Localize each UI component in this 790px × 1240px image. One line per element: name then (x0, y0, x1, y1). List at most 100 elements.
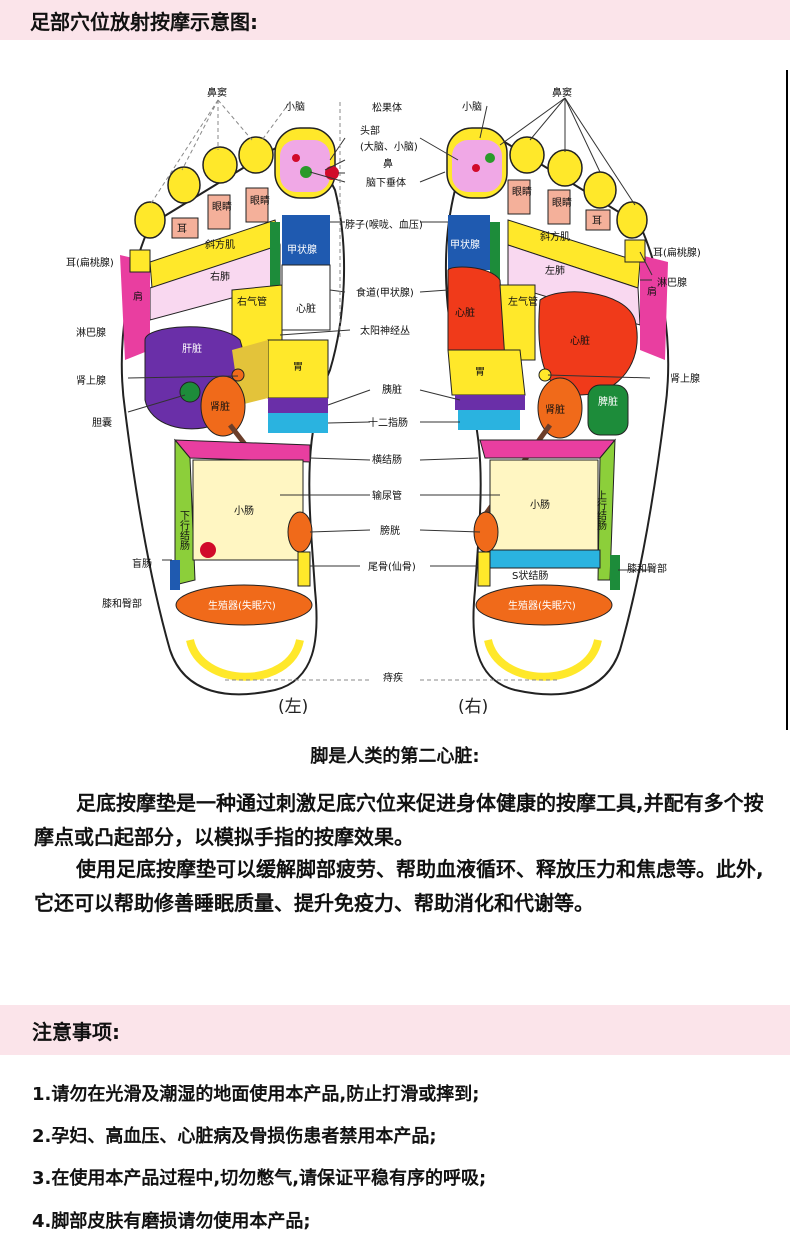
label-pineal: 松果体 (372, 101, 402, 114)
label-left-knee: 膝和臀部 (102, 597, 142, 610)
label-left-appendix: 盲肠 (132, 557, 152, 570)
right-ear-label: 耳 (592, 215, 602, 227)
left-thyroid (282, 215, 330, 265)
note-item-1: 1.请勿在光滑及潮湿的地面使用本产品,防止打滑或摔到; (32, 1080, 479, 1106)
intro-paragraph-1-text: 足底按摩垫是一种通过刺激足底穴位来促进身体健康的按摩工具,并配有多个按摩点或凸起… (34, 791, 764, 849)
left-heart-label: 心脏 (296, 302, 316, 315)
left-pancreas (268, 398, 328, 413)
left-coccyx (298, 552, 310, 586)
left-bladder (288, 512, 312, 552)
left-toe-2 (239, 137, 273, 173)
right-knee-zone (610, 555, 620, 590)
right-stomach (448, 350, 525, 395)
right-tonsil-box (625, 240, 645, 262)
section-subtitle: 脚是人类的第二心脏: (0, 742, 790, 768)
right-coccyx (478, 552, 490, 586)
left-foot: 眼睛 眼睛 耳 斜方肌 右肺 右气管 甲状腺 心脏 肝脏 肾脏 胃 肩 小肠 生… (120, 128, 344, 694)
page-header: 足部穴位放射按摩示意图: (0, 0, 790, 40)
left-small-intestine-label: 小肠 (234, 505, 254, 517)
left-bronchus-label: 右气管 (237, 295, 267, 308)
right-toe-5 (617, 202, 647, 238)
right-bronchus-label: 左气管 (508, 295, 538, 308)
right-heart-label: 心脏 (570, 334, 590, 347)
left-toe-3 (203, 147, 237, 183)
left-eye-label-1: 眼睛 (212, 201, 232, 213)
label-left-adrenal: 肾上腺 (76, 374, 106, 387)
intro-paragraph-1: 足底按摩垫是一种通过刺激足底穴位来促进身体健康的按摩工具,并配有多个按摩点或凸起… (34, 786, 764, 854)
notes-title: 注意事项: (32, 1016, 120, 1045)
left-kidney-label: 肾脏 (210, 400, 230, 413)
right-eye-label-1: 眼睛 (512, 186, 532, 198)
note-item-4: 4.脚部皮肤有磨损请勿使用本产品; (32, 1207, 311, 1233)
left-foot-caption: (左) (278, 697, 308, 717)
label-right-sinus: 鼻窦 (552, 86, 572, 99)
label-hemorrhoid: 痔疾 (383, 671, 403, 684)
right-spleen-label: 脾脏 (598, 395, 618, 408)
right-pituitary-dot (472, 164, 480, 172)
left-heart-zone (282, 265, 330, 330)
note-item-2: 2.孕妇、高血压、心脏病及骨损伤患者禁用本产品; (32, 1122, 437, 1148)
right-spleen (588, 385, 628, 435)
label-left-ear: 耳(扁桃腺) (66, 256, 114, 269)
label-left-sinus: 鼻窦 (207, 86, 227, 99)
right-toe-3 (548, 150, 582, 186)
label-right-cerebellum: 小脑 (462, 100, 482, 113)
right-eye-label-2: 眼睛 (552, 197, 572, 209)
left-toe-4 (168, 167, 200, 203)
left-ear-label: 耳 (177, 223, 187, 235)
right-small-intestine-label: 小肠 (530, 499, 550, 511)
left-lung-label: 右肺 (210, 270, 230, 283)
intro-paragraph-2: 使用足底按摩垫可以缓解脚部疲劳、帮助血液循环、释放压力和焦虑等。此外,它还可以帮… (34, 852, 764, 920)
label-head: 头部 (360, 124, 380, 137)
left-shoulder-label: 肩 (133, 290, 143, 303)
right-shoulder (640, 255, 668, 360)
note-item-3: 3.在使用本产品过程中,切勿憋气,请保证平稳有序的呼吸; (32, 1164, 486, 1190)
label-right-knee: 膝和臀部 (627, 562, 667, 575)
right-ascending-colon-label: 上行结肠 (595, 490, 607, 531)
right-stomach-label: 胃 (475, 366, 485, 378)
right-pineal-dot (485, 153, 495, 163)
right-toe-2 (510, 137, 544, 173)
left-head-zone (280, 140, 330, 192)
label-transverse-colon: 横结肠 (372, 453, 402, 466)
right-heart-small-label: 心脏 (455, 306, 475, 319)
right-thyroid-label: 甲状腺 (450, 238, 480, 251)
label-coccyx: 尾骨(仙骨) (368, 560, 416, 573)
foot-diagram-svg: 眼睛 眼睛 耳 斜方肌 右肺 右气管 甲状腺 心脏 肝脏 肾脏 胃 肩 小肠 生… (0, 40, 790, 730)
right-genital-label: 生殖器(失眠穴) (508, 599, 576, 612)
left-eye-label-2: 眼睛 (250, 195, 270, 207)
label-left-lymph: 淋巴腺 (76, 326, 106, 339)
left-gallbladder (180, 382, 200, 402)
left-toe-5 (135, 202, 165, 238)
label-right-lymph: 淋巴腺 (657, 276, 687, 289)
left-tonsil-box (130, 250, 150, 272)
left-liver-label: 肝脏 (182, 342, 202, 355)
label-pituitary: 脑下垂体 (366, 176, 406, 189)
label-nose: 鼻 (383, 157, 393, 170)
right-sigmoid-colon (490, 550, 600, 568)
right-toe-4 (584, 172, 616, 208)
left-stomach-label: 胃 (293, 361, 303, 373)
foot-reflexology-diagram: 眼睛 眼睛 耳 斜方肌 右肺 右气管 甲状腺 心脏 肝脏 肾脏 胃 肩 小肠 生… (0, 40, 790, 730)
label-pancreas: 胰脏 (382, 383, 402, 396)
page-title: 足部穴位放射按摩示意图: (30, 6, 258, 35)
label-brain: (大脑、小脑) (360, 140, 418, 153)
right-foot: 眼睛 眼睛 耳 斜方肌 左肺 甲状腺 左气管 心脏 心脏 胃 肾脏 脾脏 小肠 … (446, 128, 668, 694)
right-foot-caption: (右) (458, 697, 488, 717)
left-descending-colon-label: 下行结肠 (178, 510, 190, 551)
left-genital-label: 生殖器(失眠穴) (208, 599, 276, 612)
left-thyroid-label: 甲状腺 (287, 243, 317, 256)
label-left-cerebellum: 小脑 (285, 100, 305, 113)
label-solar-plexus: 太阳神经丛 (360, 324, 410, 337)
label-bladder: 膀胱 (380, 524, 400, 537)
intro-paragraph-2-text: 使用足底按摩垫可以缓解脚部疲劳、帮助血液循环、释放压力和焦虑等。此外,它还可以帮… (34, 857, 764, 915)
label-right-ear: 耳(扁桃腺) (653, 246, 701, 259)
right-lung-label: 左肺 (545, 264, 565, 277)
right-duodenum (458, 410, 520, 430)
right-kidney-label: 肾脏 (545, 403, 565, 416)
label-right-adrenal: 肾上腺 (670, 372, 700, 385)
right-sigmoid-label: S状结肠 (512, 569, 548, 582)
left-knee-zone (170, 560, 180, 590)
left-pineal-dot (292, 154, 300, 162)
notes-header: 注意事项: (0, 1005, 790, 1055)
